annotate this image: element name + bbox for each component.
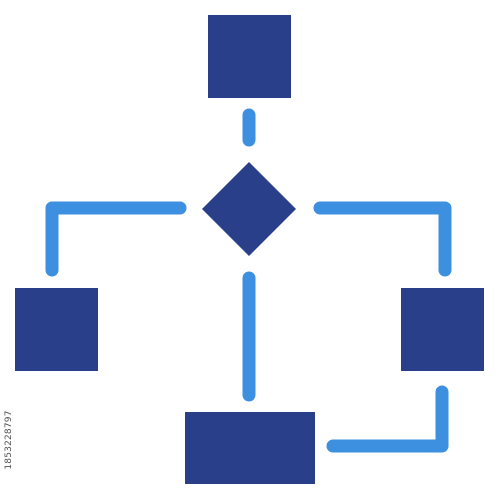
connector-right-to-bottom: [326, 385, 449, 453]
top-process-box: [208, 15, 291, 98]
connectors-group: [45, 108, 452, 453]
connector-decision-to-right: [313, 201, 452, 277]
bottom-process-box: [185, 412, 315, 484]
nodes-group: [15, 15, 484, 484]
decision-diamond: [202, 162, 296, 256]
left-process-box: [15, 288, 98, 371]
side-id-stamp: 1853228797: [4, 410, 14, 470]
right-process-box: [401, 288, 484, 371]
connector-decision-to-left: [45, 201, 187, 277]
